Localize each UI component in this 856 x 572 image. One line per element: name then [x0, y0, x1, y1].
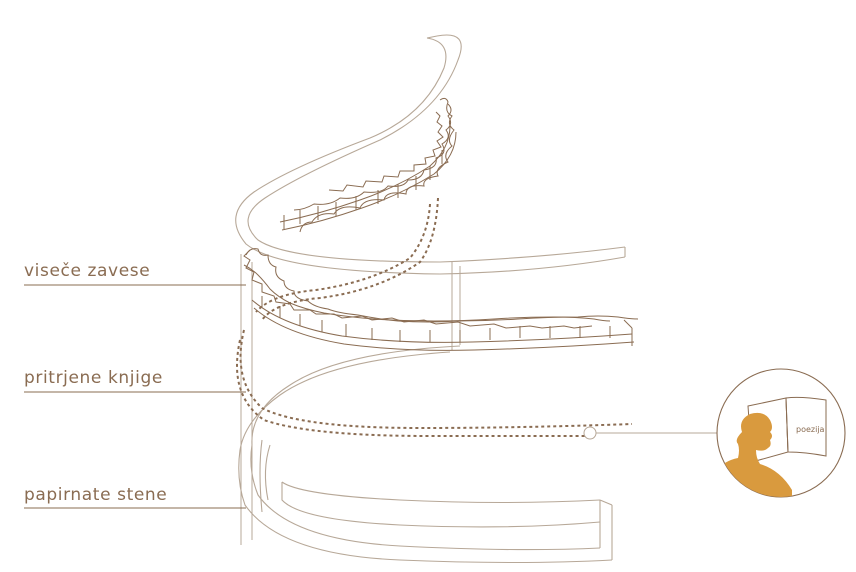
label-curtains: viseče zavese [24, 261, 246, 285]
book-text: poezija [796, 425, 825, 434]
label-books: pritrjene knjige [24, 368, 246, 392]
label-walls: papirnate stene [24, 485, 246, 508]
label-curtains-text: viseče zavese [24, 261, 150, 281]
inset-reader-detail: poezija [712, 369, 845, 510]
bottom-spiral-wall [239, 346, 612, 563]
callout-marker [584, 427, 596, 439]
label-books-text: pritrjene knjige [24, 368, 163, 388]
top-spiral-band [236, 35, 625, 274]
label-walls-text: papirnate stene [24, 485, 167, 505]
